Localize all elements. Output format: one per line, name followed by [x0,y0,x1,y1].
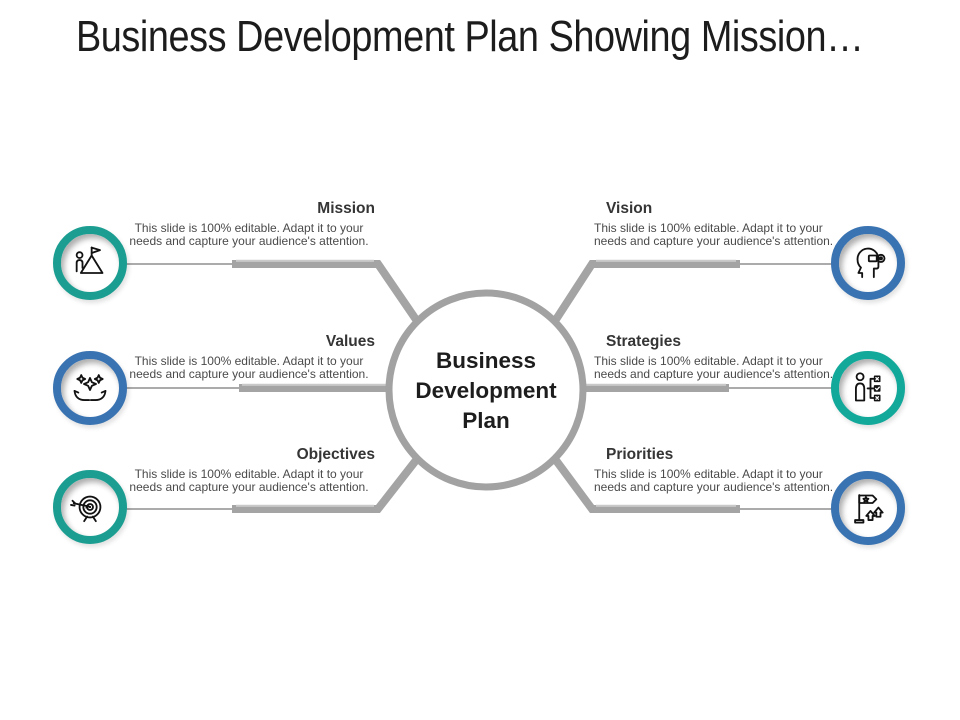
branch-title-strategies: Strategies [606,333,681,350]
branch-block-objectives: Objectives This slide is 100% editable. … [120,445,378,494]
center-node-label: Business Development Plan [415,348,557,433]
branch-desc-objectives: This slide is 100% editable. Adapt it to… [129,467,369,494]
branch-title-vision: Vision [606,200,653,217]
branch-block-priorities: Priorities This slide is 100% editable. … [594,445,846,494]
priorities-flag-arrows-icon [854,494,884,524]
connector-bar-highlights [236,259,736,507]
branch-desc-mission: This slide is 100% editable. Adapt it to… [129,221,369,248]
objectives-badge[interactable] [53,470,127,544]
branch-block-mission: Mission This slide is 100% editable. Ada… [120,199,378,248]
branch-block-vision: Vision This slide is 100% editable. Adap… [594,199,846,248]
objectives-target-dart-icon [70,495,102,523]
branch-desc-priorities: This slide is 100% editable. Adapt it to… [594,467,834,494]
priorities-badge[interactable] [831,471,905,545]
slide-title: Business Development Plan Showing Missio… [76,12,864,61]
branch-desc-strategies: This slide is 100% editable. Adapt it to… [594,354,834,381]
center-circle-shape[interactable] [385,289,587,491]
branch-title-objectives: Objectives [296,446,375,463]
strategies-badge[interactable] [831,351,905,425]
mission-badge[interactable] [53,226,127,300]
branch-title-priorities: Priorities [606,446,674,463]
mission-climber-flag-icon [75,246,104,274]
branch-title-mission: Mission [317,200,375,217]
branch-desc-values: This slide is 100% editable. Adapt it to… [129,354,369,381]
branch-title-values: Values [325,333,375,350]
vision-head-binoculars-icon [856,247,886,279]
center-node[interactable]: Business Development Plan [386,291,586,491]
strategies-person-checklist-icon [855,372,881,402]
branch-desc-vision: This slide is 100% editable. Adapt it to… [594,221,834,248]
thin-connector-lines [124,263,836,510]
branch-block-strategies: Strategies This slide is 100% editable. … [594,332,846,381]
vision-badge[interactable] [831,226,905,300]
values-badge[interactable] [53,351,127,425]
thick-connector-bars [232,260,740,513]
branch-block-values: Values This slide is 100% editable. Adap… [120,332,378,381]
values-hands-stars-icon [73,374,107,401]
